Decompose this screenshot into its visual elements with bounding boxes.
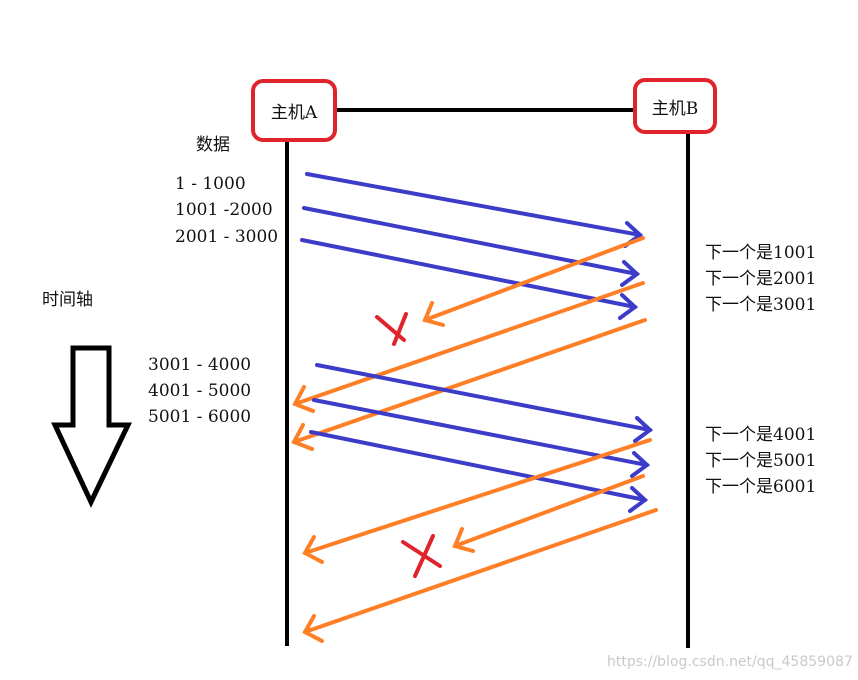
data-arrowhead: [628, 486, 649, 513]
host-b-label: 主机B: [651, 98, 699, 119]
host-a-box: 主机A: [251, 79, 337, 142]
ack-label: 下一个是5001: [705, 451, 817, 471]
segment-label: 3001 - 4000: [148, 355, 252, 375]
ack-arrowhead: [302, 614, 324, 643]
time-axis-arrow: [51, 345, 132, 508]
data-arrow: [312, 398, 649, 467]
data-arrow: [309, 430, 647, 502]
data-arrow: [302, 206, 639, 276]
data-arrow: [305, 172, 642, 237]
segment-label: 2001 - 3000: [175, 227, 279, 247]
ack-arrow: [303, 438, 652, 555]
ack-label: 下一个是2001: [705, 269, 817, 289]
lost-x-mark: [392, 312, 408, 346]
ack-label: 下一个是1001: [705, 243, 817, 263]
ack-arrow: [303, 508, 658, 634]
segment-label: 5001 - 6000: [148, 407, 252, 427]
ack-label: 下一个是6001: [705, 477, 817, 497]
lost-x-mark: [413, 534, 435, 578]
ack-arrow: [292, 318, 647, 444]
ack-arrow: [293, 281, 645, 406]
lost-x-mark: [375, 315, 406, 342]
segment-label: 1 - 1000: [175, 174, 246, 194]
data-arrowhead: [620, 260, 641, 287]
ack-arrowhead: [302, 535, 324, 564]
data-arrowhead: [633, 416, 654, 443]
data-arrow: [300, 238, 637, 309]
ack-arrowhead: [422, 301, 445, 327]
ack-arrow-lost: [423, 236, 645, 322]
ack-arrowhead: [291, 423, 314, 451]
ack-label: 下一个是4001: [705, 425, 817, 445]
timeline-label: 时间轴: [42, 290, 93, 310]
segment-label: 4001 - 5000: [148, 381, 252, 401]
host-a-label: 主机A: [270, 103, 318, 123]
data-arrow: [315, 363, 652, 432]
data-arrowhead: [630, 451, 651, 478]
data-label: 数据: [196, 135, 230, 155]
lost-x-mark: [401, 540, 442, 568]
host-b-box: 主机B: [633, 78, 717, 134]
ack-arrowhead: [452, 527, 475, 553]
ack-arrowhead: [292, 385, 315, 413]
data-arrowhead: [618, 293, 639, 320]
ack-arrow-lost: [453, 474, 645, 548]
segment-label: 1001 -2000: [175, 200, 273, 220]
ack-label: 下一个是3001: [705, 295, 817, 315]
watermark: https://blog.csdn.net/qq_45859087: [607, 654, 853, 670]
